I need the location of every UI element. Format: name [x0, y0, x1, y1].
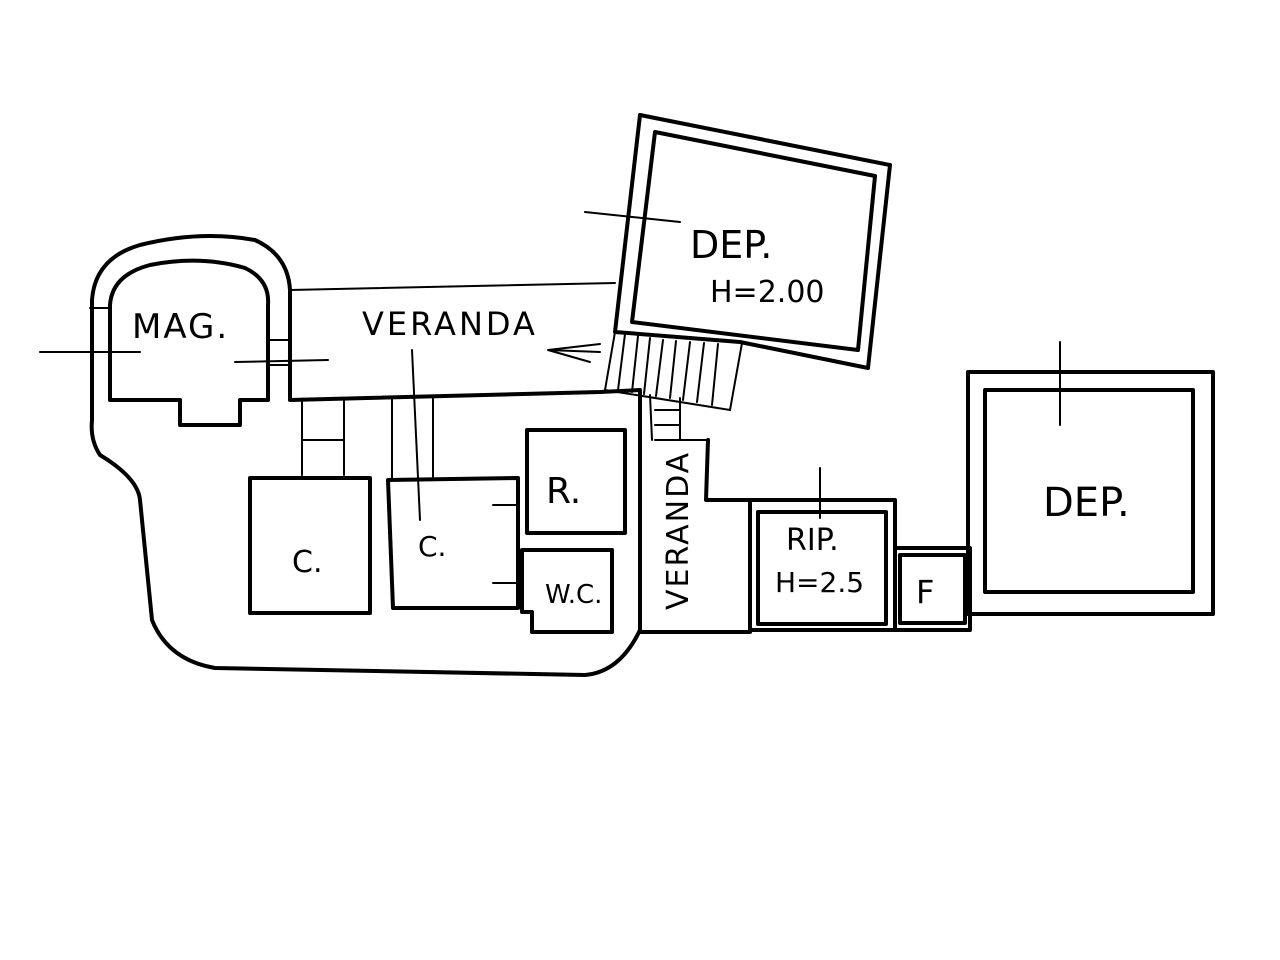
label-room-wc: W.C.: [545, 580, 602, 610]
mag-room-walls: [108, 258, 271, 427]
dep-right-outer: [966, 370, 1215, 616]
mag-door-right: [267, 339, 291, 366]
veranda-top-line: [289, 282, 616, 291]
label-dep-top: DEP.: [690, 223, 772, 267]
label-veranda-top: VERANDA: [362, 305, 538, 343]
corridor-posts: [301, 397, 434, 479]
room-c-middle: [386, 476, 520, 610]
room-rip-inner: [756, 510, 888, 626]
label-room-f: F: [916, 573, 934, 611]
room-wc: [520, 548, 614, 634]
veranda-arrow-icon: [547, 343, 601, 363]
room-rip-outer: [748, 498, 897, 632]
label-room-r: R.: [546, 471, 581, 512]
label-veranda-vertical: VERANDA: [661, 451, 696, 610]
label-room-c-left: C.: [292, 545, 322, 580]
label-room-c-mid: C.: [418, 530, 446, 563]
label-dep-right: DEP.: [1043, 480, 1130, 526]
label-rip-height: H=2.5: [775, 566, 864, 599]
label-rip: RIP.: [786, 523, 839, 558]
main-building-outline: [89, 234, 642, 677]
dep-top-inner: [630, 130, 877, 352]
room-f-inner: [898, 553, 967, 625]
dep-top-outer: [613, 113, 892, 370]
room-c-left: [248, 476, 372, 615]
dep-right-inner: [983, 388, 1195, 594]
label-mag: MAG.: [132, 307, 229, 347]
veranda-vertical-walls: [638, 438, 752, 634]
pointer-lines: [39, 211, 1061, 584]
label-dep-top-height: H=2.00: [710, 275, 825, 310]
room-r: [525, 428, 627, 535]
stairs: [603, 331, 743, 441]
